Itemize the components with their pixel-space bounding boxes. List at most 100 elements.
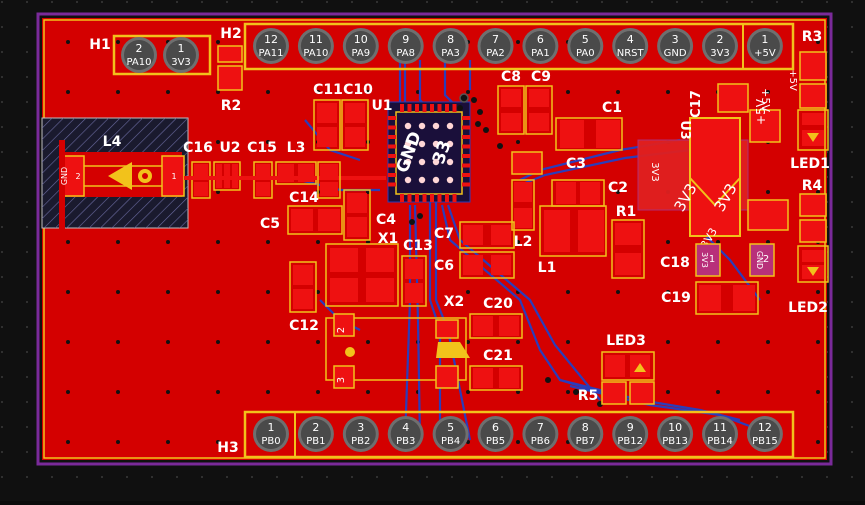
h3-pin-number: 1 xyxy=(268,421,275,434)
ref-c21: C21 xyxy=(483,348,513,364)
resistor-r4[interactable]: R4 xyxy=(799,178,827,243)
capacitor-c2[interactable]: C2 xyxy=(551,179,628,207)
capacitor-c21[interactable]: C21 xyxy=(469,348,523,391)
u1-pad xyxy=(462,135,470,139)
inductor-l2[interactable]: L2 xyxy=(511,179,535,250)
header-top[interactable]: 12PA1111PA1010PA99PA88PA37PA26PA15PA04NR… xyxy=(243,22,795,71)
led-led2[interactable]: LED2 xyxy=(788,245,829,316)
ref-c11: C11 xyxy=(313,82,343,98)
board-dot xyxy=(266,290,270,294)
mcu-u1[interactable]: U1 GND 33 xyxy=(371,98,471,203)
capacitor-c4[interactable]: C4 xyxy=(343,189,396,241)
resistor-r5[interactable]: R5 xyxy=(578,381,655,405)
capacitor-c18[interactable]: C18 3V3 1 GND 2 xyxy=(660,243,775,277)
capacitor-c1[interactable]: C1 xyxy=(555,100,623,151)
capacitor-c10[interactable]: C10 xyxy=(341,82,373,151)
u1-thermal-via xyxy=(432,176,440,184)
crystal-x2[interactable]: 2 3 X2 xyxy=(325,294,470,389)
board-dot xyxy=(366,90,370,94)
h3-pin-number: 6 xyxy=(492,421,499,434)
h3-pin-number: 3 xyxy=(357,421,364,434)
ref-led2: LED2 xyxy=(788,300,828,316)
resistor-r1[interactable]: R1 xyxy=(611,204,645,279)
capacitor-c8[interactable]: C8 xyxy=(497,69,525,135)
c18-pin2: 2 xyxy=(763,254,769,265)
board-dot xyxy=(166,240,170,244)
capacitor-c15[interactable]: C15 xyxy=(247,140,277,199)
resistor-r3[interactable]: R3 xyxy=(799,29,827,109)
ref-c17: C17 xyxy=(689,90,704,118)
capacitor-c6[interactable]: C6 xyxy=(434,251,515,279)
header-h3[interactable]: 1PB02PB13PB24PB35PB46PB57PB68PB79PB1210P… xyxy=(217,410,795,459)
capacitor-c11[interactable]: C11 xyxy=(313,82,343,151)
top-header-pin-name: +5V xyxy=(754,48,776,59)
capacitor-c3[interactable]: C3 xyxy=(511,151,586,175)
regulator-u3[interactable]: U3 3V3 3V3 3V3 3V3 +5V +5V xyxy=(637,69,798,251)
capacitor-c7[interactable]: C7 xyxy=(434,221,515,249)
top-header-pin-number: 11 xyxy=(309,33,323,46)
capacitor-c17[interactable]: C17 +5V xyxy=(689,83,772,118)
ref-h3: H3 xyxy=(217,440,238,456)
capacitor-c9[interactable]: C9 xyxy=(525,69,553,135)
u1-thermal-via xyxy=(446,122,454,130)
header-h2[interactable]: H2 xyxy=(217,26,243,63)
capacitor-mid-a[interactable] xyxy=(317,161,341,199)
capacitor-c5[interactable]: C5 xyxy=(260,216,280,232)
ref-l4[interactable]: L4 xyxy=(103,134,122,150)
u1-thermal-via xyxy=(432,122,440,130)
led-led3[interactable]: LED3 xyxy=(601,333,655,381)
led-led1[interactable]: LED1 xyxy=(790,109,830,172)
u1-pad xyxy=(388,163,396,168)
u1-pad xyxy=(388,182,396,187)
capacitor-c16[interactable]: C16 xyxy=(183,140,213,199)
top-header-pin-1[interactable]: 1+5V xyxy=(746,28,783,64)
capacitor-c20[interactable]: C20 xyxy=(469,296,523,339)
ref-c4: C4 xyxy=(376,212,396,228)
inductor-l1[interactable]: L1 xyxy=(538,205,607,276)
capacitor-c12[interactable]: C12 xyxy=(289,261,319,334)
board-dot xyxy=(716,390,720,394)
top-header-pin-name: 3V3 xyxy=(710,48,730,59)
capacitor-c13[interactable]: C13 xyxy=(401,238,433,307)
resistor-r2[interactable]: R2 xyxy=(217,65,243,114)
top-header-pin-number: 9 xyxy=(402,33,409,46)
h3-pin-number: 12 xyxy=(758,421,772,434)
board-dot xyxy=(466,390,470,394)
ant-pin1-label: 1 xyxy=(171,172,176,181)
ref-led3: LED3 xyxy=(606,333,646,349)
capacitor-c14[interactable]: C14 xyxy=(287,190,343,235)
h3-pin-number: 9 xyxy=(627,421,634,434)
u1-thermal-via xyxy=(404,158,412,166)
crystal-x1[interactable]: X1 xyxy=(325,231,399,307)
c18-net-gnd: GND xyxy=(755,251,764,269)
board-dot xyxy=(466,340,470,344)
h3-pin-number: 11 xyxy=(713,421,727,434)
capacitor-c19[interactable]: C19 xyxy=(661,281,759,315)
